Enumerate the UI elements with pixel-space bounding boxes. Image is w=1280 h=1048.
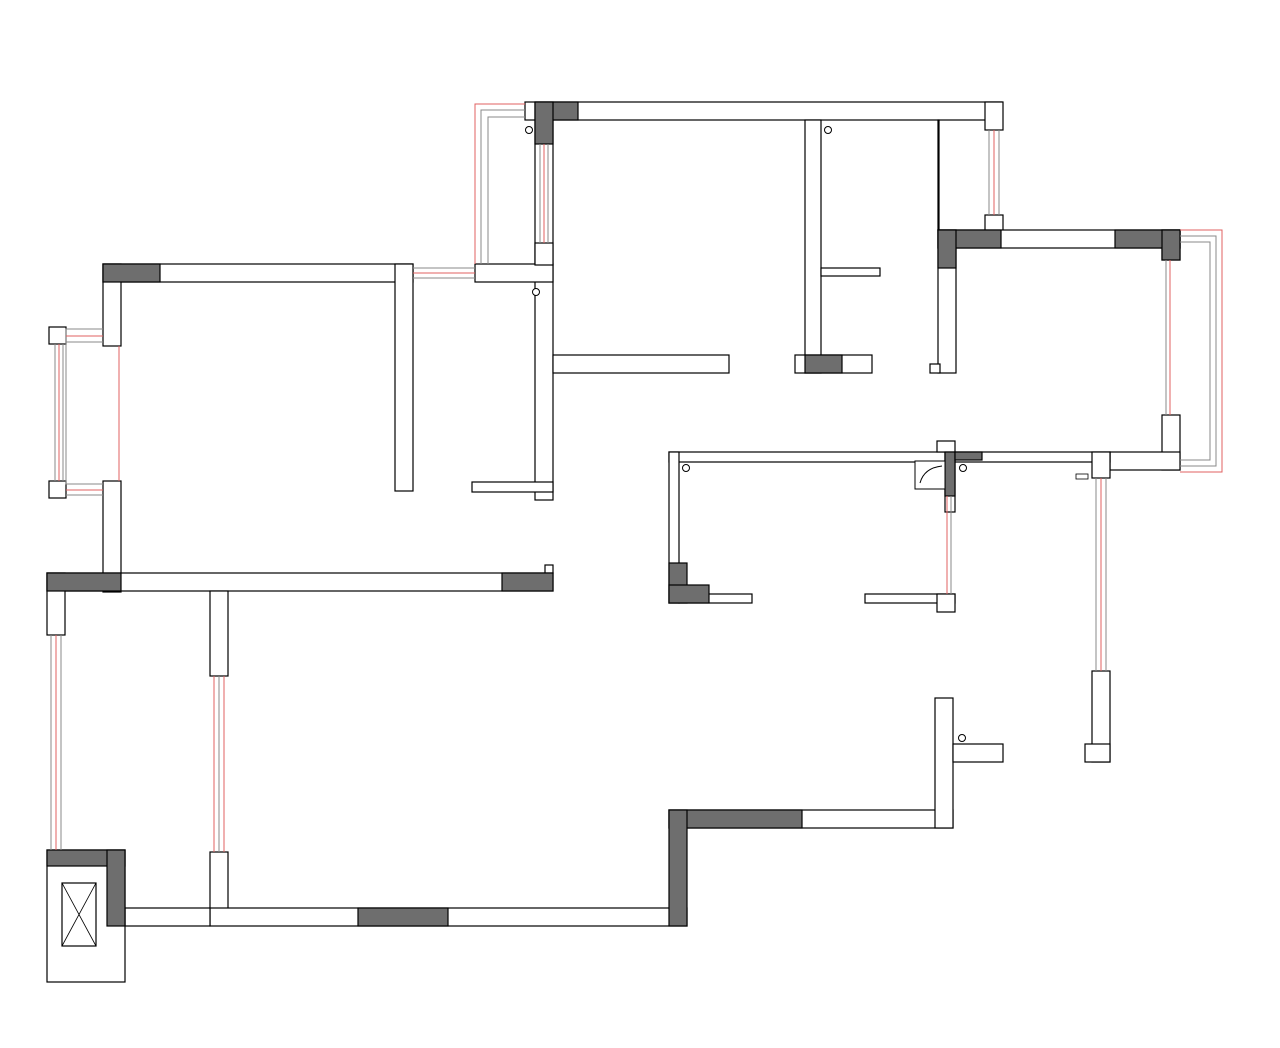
wall-corridor-divider-foot	[936, 593, 956, 613]
wall-middle-stub	[544, 564, 554, 574]
heater-curve-icon	[919, 465, 943, 484]
wall-top-north	[524, 101, 1003, 121]
column-corridor-sw-h	[668, 584, 710, 604]
wall-inner-vertical-top	[209, 590, 229, 677]
heater-box-icon	[914, 460, 946, 490]
wall-corridor-north	[668, 451, 1111, 463]
wall-mid-foot	[471, 481, 554, 493]
pipe-circle-icon	[532, 288, 540, 296]
column-corridor-divider	[944, 451, 956, 497]
wall-kitchen-south	[1109, 451, 1181, 471]
wall-bottom-east-arm	[952, 743, 1004, 763]
fixtures	[525, 126, 1089, 742]
window-west-bay-outer	[65, 328, 103, 485]
pipe-circle-icon	[958, 734, 966, 742]
window-top-bay-inner	[487, 116, 525, 264]
wall-bay-top-post	[48, 326, 67, 345]
wall-divider-stub	[820, 267, 881, 277]
column-middle-west	[46, 572, 122, 592]
pipe-circle-icon	[959, 464, 967, 472]
wall-corridor-east	[1091, 451, 1111, 479]
column-kitchen-ne-v	[1161, 229, 1181, 261]
column-bottom-step-v	[668, 809, 688, 927]
wall-bedroom-east	[394, 263, 414, 492]
pipe-circle-icon	[525, 126, 533, 134]
wall-bedroom-west-low	[102, 480, 122, 593]
window-top-bay-mid	[480, 109, 525, 264]
pipe-circle-icon	[824, 126, 832, 134]
column-top-left-v	[534, 101, 554, 145]
wall-mid-branch	[552, 354, 730, 374]
columns	[46, 101, 1181, 927]
column-bottom-step	[668, 809, 803, 829]
wall-bay-low-post	[48, 480, 67, 499]
column-middle-east	[501, 572, 554, 592]
column-divider-foot	[804, 354, 843, 374]
shaft-cross-icon	[61, 882, 97, 947]
wall-bottom-east	[934, 697, 954, 829]
wall-mid-north-stub	[474, 263, 554, 283]
wall-middle-horizontal	[46, 572, 554, 592]
walls	[46, 101, 1181, 983]
window-kitchen-bay-mid	[1180, 235, 1217, 467]
column-bedroom-nw	[102, 263, 161, 283]
wall-thin-line	[937, 119, 940, 231]
window-kitchen-bay-outer	[1180, 229, 1223, 473]
wall-divider-top	[804, 119, 822, 374]
column-shaft-right	[106, 849, 126, 927]
wall-stub-kitchen	[929, 363, 941, 374]
window-kitchen-bay-inner	[1180, 241, 1211, 461]
wall-corridor-east-foot	[1084, 743, 1111, 763]
wall-top-east	[984, 101, 1004, 131]
wall-corridor-divider-top	[936, 440, 956, 453]
pipe-circle-icon	[682, 464, 690, 472]
windows	[50, 103, 1223, 852]
wall-top-window-jamb	[534, 242, 554, 266]
column-bottom-south	[357, 907, 449, 927]
column-corridor-divider-h	[954, 451, 983, 461]
window-top-bay-outer	[474, 103, 525, 264]
outlet-icon	[1075, 473, 1089, 480]
column-kitchen-nw-v	[937, 229, 957, 269]
wall-bottom-left	[124, 907, 211, 927]
